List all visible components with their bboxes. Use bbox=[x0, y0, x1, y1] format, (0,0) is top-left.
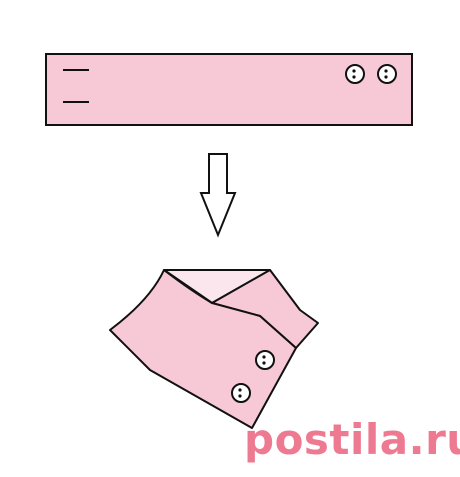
button-icon bbox=[377, 64, 397, 84]
wrapped-collar bbox=[109, 269, 319, 429]
watermark-logo: postila.ru bbox=[244, 415, 460, 464]
button-icon bbox=[345, 64, 365, 84]
collar-fold-line bbox=[163, 269, 213, 304]
fabric-strip bbox=[45, 53, 413, 126]
button-icon bbox=[255, 350, 275, 370]
button-icon bbox=[231, 383, 251, 403]
down-arrow-icon bbox=[199, 153, 237, 238]
